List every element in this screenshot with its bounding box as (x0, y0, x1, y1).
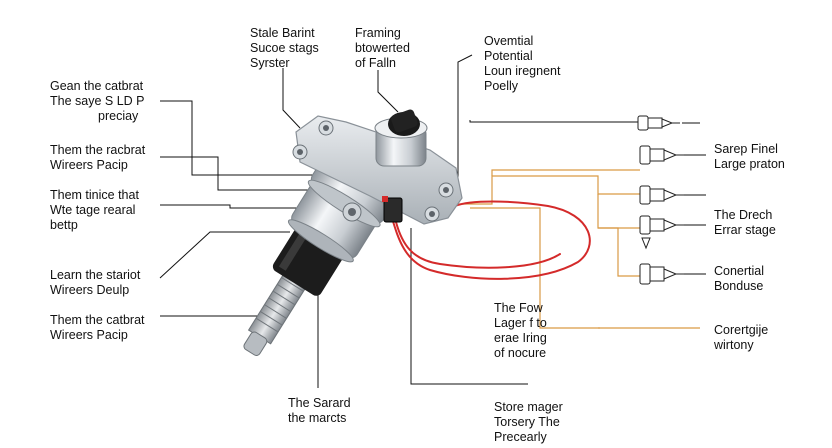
label-line: Large praton (714, 157, 785, 171)
label-line: Conertial (714, 264, 765, 278)
label-line: Errar stage (714, 223, 776, 237)
wire-connector (383, 197, 403, 223)
spark-plug-icon (639, 185, 684, 205)
spark-plug-icon (639, 263, 684, 285)
label-line: Potential (484, 49, 533, 63)
leader-line (160, 156, 355, 191)
label-middle-center: The Fow Lager f to erae Iring of nocure (494, 301, 547, 361)
label-line: Sarep Finel (714, 142, 778, 156)
orange-wire (598, 227, 640, 277)
red-wire (391, 200, 591, 280)
label-line: Wireers Deulp (50, 283, 130, 297)
label-line: wirtony (714, 338, 754, 352)
label-line: Lager f to (494, 316, 547, 330)
label-left-4: Learn the stariot Wireers Deulp (50, 268, 140, 298)
label-line: Bonduse (714, 279, 764, 293)
label-line: Gean the catbrat (50, 79, 144, 93)
distributor-body (243, 109, 463, 356)
label-line: Syrster (250, 56, 290, 70)
label-line: preciay (98, 109, 139, 123)
label-right-1: Sarep Finel Large praton (714, 142, 785, 172)
label-left-2: Them the racbrat Wireers Pacip (50, 143, 145, 173)
label-line: Them the racbrat (50, 143, 146, 157)
label-line: Precearly (494, 430, 547, 444)
label-top-left: Stale Barint Sucoe stags Syrster (250, 26, 319, 71)
orange-wire (458, 175, 640, 205)
leader-line (410, 228, 528, 385)
shaft-tip (243, 331, 268, 356)
label-bottom-right-center: Store mager Torsery The Precearly (494, 400, 563, 445)
label-line: erae Iring (494, 331, 547, 345)
label-left-3: Them tinice that Wte tage rearal bettp (50, 188, 139, 233)
orange-wire (491, 169, 640, 176)
label-line: of nocure (494, 346, 547, 360)
label-line: Stale Barint (250, 26, 315, 40)
label-line: The Sarard (288, 396, 351, 410)
spark-plug-icon (639, 145, 684, 165)
label-line: Them tinice that (50, 188, 139, 202)
label-line: btowerted (355, 41, 410, 55)
label-line: Poelly (484, 79, 519, 93)
label-line: Store mager (494, 400, 563, 414)
label-left-5: Them the catbrat Wireers Pacip (50, 313, 145, 343)
label-line: Wireers Pacip (50, 158, 128, 172)
leader-line (159, 231, 290, 279)
label-line: Framing (355, 26, 401, 40)
label-line: Loun iregnent (484, 64, 561, 78)
spark-plug-icon (641, 237, 651, 250)
red-wire-loop (391, 200, 591, 280)
spark-plugs (637, 115, 684, 285)
spark-plug-icon (639, 215, 684, 235)
leader-line (377, 70, 399, 113)
red-wire (395, 221, 561, 269)
label-line: Torsery The (494, 415, 560, 429)
label-line: Wireers Pacip (50, 328, 128, 342)
label-line: Wte tage rearal (50, 203, 136, 217)
label-top-center: Framing btowerted of Falln (355, 26, 410, 71)
label-right-4: Corertgije wirtony (714, 323, 768, 353)
label-right-2: The Drech Errar stage (714, 208, 776, 238)
leader-line (469, 120, 640, 123)
label-line: The Drech (714, 208, 773, 222)
orange-wires (458, 169, 700, 329)
label-right-3: Conertial Bonduse (714, 264, 764, 294)
leader-line (160, 100, 360, 176)
label-line: the marcts (288, 411, 347, 425)
label-line: of Falln (355, 56, 396, 70)
label-left-1: Gean the catbrat The saye S LD P preciay (50, 79, 145, 124)
label-line: The Fow (494, 301, 543, 315)
spark-plug-icon (637, 115, 680, 131)
leader-lines (159, 54, 640, 388)
label-top-right: Ovemtial Potential Loun iregnent Poelly (484, 34, 560, 94)
label-line: Sucoe stags (250, 41, 319, 55)
label-line: Ovemtial (484, 34, 534, 48)
label-line: Them the catbrat (50, 313, 145, 327)
leader-line (282, 68, 301, 129)
label-line: The saye S LD P (50, 94, 145, 108)
label-line: Learn the stariot (50, 268, 141, 282)
plug-lines (682, 122, 706, 275)
label-line: Corertgije (714, 323, 769, 337)
orange-wire (597, 194, 640, 229)
leader-line (160, 204, 300, 209)
label-bottom-center: The Sarard the marcts (288, 396, 351, 426)
label-line: bettp (50, 218, 78, 232)
mounting-bracket (295, 115, 463, 225)
